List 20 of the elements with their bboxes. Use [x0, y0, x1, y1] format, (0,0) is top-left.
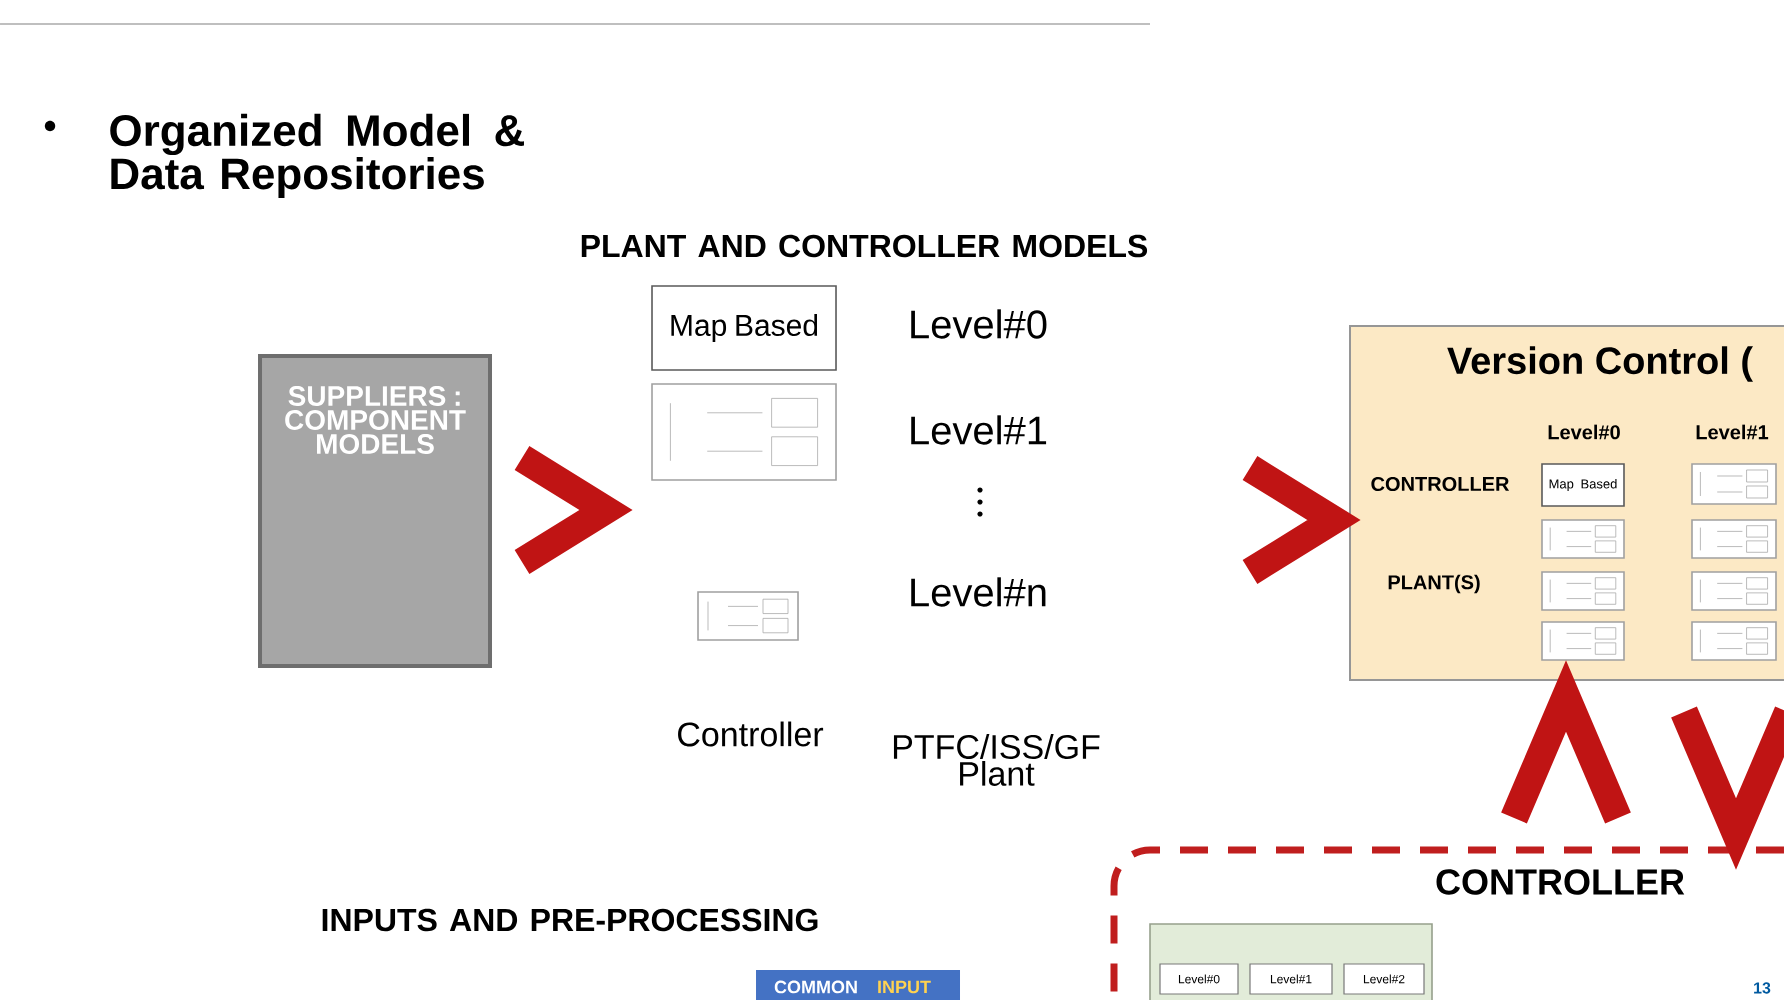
model-thumbnail: [697, 591, 799, 641]
supplier-box: SUPPLIERS : COMPONENT MODELS: [258, 354, 492, 668]
section-heading: INPUTS AND PRE-PROCESSING: [322, 908, 818, 932]
level-label: Level#n: [911, 577, 1046, 607]
input-button: COMMON INPUT: [756, 970, 960, 1000]
model-thumbnail: [1541, 571, 1625, 611]
bullet-text: Organized Model & Data Repositories: [110, 113, 524, 199]
column-caption: Controller: [678, 721, 824, 747]
model-thumbnail: [1691, 463, 1777, 505]
page-number: 13: [1754, 982, 1771, 994]
model-thumbnail: [651, 383, 837, 481]
model-thumbnail: [1691, 519, 1777, 559]
text-box: Map Based: [651, 285, 837, 371]
model-thumbnail: [1691, 571, 1777, 611]
model-thumbnail: [1541, 519, 1625, 559]
level-label: Level#0: [911, 309, 1047, 339]
model-thumbnail: [1691, 621, 1777, 661]
column-caption: PTFC/ISS/GF Plant: [893, 734, 1100, 786]
level-label: Level#1: [911, 415, 1047, 445]
model-thumbnail: [1541, 621, 1625, 661]
